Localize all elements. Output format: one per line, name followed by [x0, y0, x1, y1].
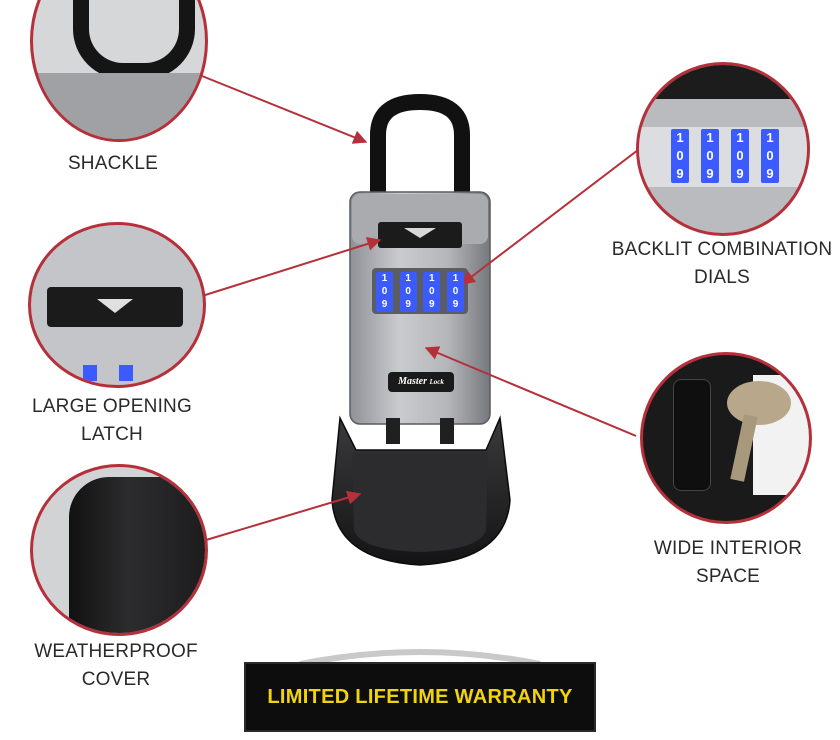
- brand-logo-sub: Lock: [429, 378, 444, 386]
- arrow-interior: [424, 346, 637, 437]
- dial-digit: 9: [452, 299, 459, 310]
- latch-arrow-icon: [404, 228, 436, 238]
- zoom-dial-digit: 0: [766, 148, 774, 163]
- arrow-dials: [460, 149, 639, 285]
- brand-logo: Master Lock: [388, 374, 454, 392]
- dial-digit: 1: [381, 273, 388, 284]
- dial-digit: 0: [381, 286, 388, 297]
- arrow-latch: [201, 237, 382, 297]
- zoom-dial-digit: 1: [706, 130, 714, 145]
- dial-digit: 0: [405, 286, 411, 297]
- latch-zoom-circle: [28, 222, 206, 388]
- warranty-banner: LIMITED LIFETIME WARRANTY: [244, 662, 596, 732]
- shackle-zoom-circle: [30, 0, 208, 142]
- dial-4: 1 0 9: [446, 272, 464, 312]
- callout-dials: BACKLIT COMBINATION DIALS: [604, 236, 840, 292]
- callout-shackle-text: SHACKLE: [67, 153, 159, 174]
- dials-zoom-circle: 1 0 9 1 0 9 1 0 9 1 0 9: [636, 62, 810, 236]
- callout-dials-line1: BACKLIT COMBINATION: [611, 239, 833, 260]
- dial-digit: 9: [381, 299, 388, 310]
- callout-cover-line1: WEATHERPROOF: [34, 641, 198, 662]
- interior-zoom-circle: [640, 352, 812, 524]
- dial-digit: 9: [429, 299, 435, 310]
- zoom-dial-digit: 0: [676, 148, 684, 163]
- arrow-shackle: [201, 75, 368, 144]
- zoom-dial-digit: 9: [676, 166, 684, 181]
- callout-latch: LARGE OPENING LATCH: [14, 393, 210, 449]
- zoom-dial-digit: 9: [736, 166, 744, 181]
- callout-latch-line2: LATCH: [81, 424, 143, 445]
- callout-interior-line2: SPACE: [695, 566, 760, 587]
- dial-digit: 1: [452, 273, 459, 284]
- dial-1: 1 0 9: [376, 272, 393, 312]
- arrow-cover: [205, 490, 362, 541]
- zoom-dial-digit: 0: [706, 148, 714, 163]
- callout-cover: WEATHERPROOF COVER: [18, 638, 214, 694]
- dial-2: 1 0 9: [399, 272, 417, 312]
- zoom-dial-digit: 9: [706, 166, 714, 181]
- callout-interior: WIDE INTERIOR SPACE: [630, 535, 826, 591]
- zoom-dial-digit: 9: [766, 166, 774, 181]
- dial-digit: 1: [405, 273, 411, 284]
- warranty-swoosh: [299, 649, 541, 667]
- main-dials: 1 0 9 1 0 9 1 0 9 1 0 9: [376, 272, 464, 312]
- dial-digit: 9: [405, 299, 411, 310]
- callout-latch-line1: LARGE OPENING: [32, 396, 192, 417]
- shackle-shape: [370, 93, 470, 200]
- callout-interior-line1: WIDE INTERIOR: [653, 538, 803, 559]
- zoom-dial-digit: 1: [736, 130, 744, 145]
- brand-logo-plate: [388, 372, 454, 392]
- zoom-dial-digit: 1: [676, 130, 684, 145]
- dial-digit: 1: [429, 273, 435, 284]
- dial-digit: 0: [429, 286, 435, 297]
- cover-zoom-circle: [30, 464, 208, 636]
- warranty-text: LIMITED LIFETIME WARRANTY: [267, 686, 573, 708]
- callout-dials-line2: DIALS: [694, 267, 750, 288]
- brand-logo-text: Master: [398, 376, 427, 387]
- dial-3: 1 0 9: [423, 272, 441, 312]
- callout-shackle: SHACKLE: [38, 150, 188, 178]
- callout-cover-line2: COVER: [81, 669, 151, 690]
- dial-digit: 0: [452, 286, 459, 297]
- zoom-dial-digit: 0: [736, 148, 744, 163]
- zoom-dial-digit: 1: [766, 130, 774, 145]
